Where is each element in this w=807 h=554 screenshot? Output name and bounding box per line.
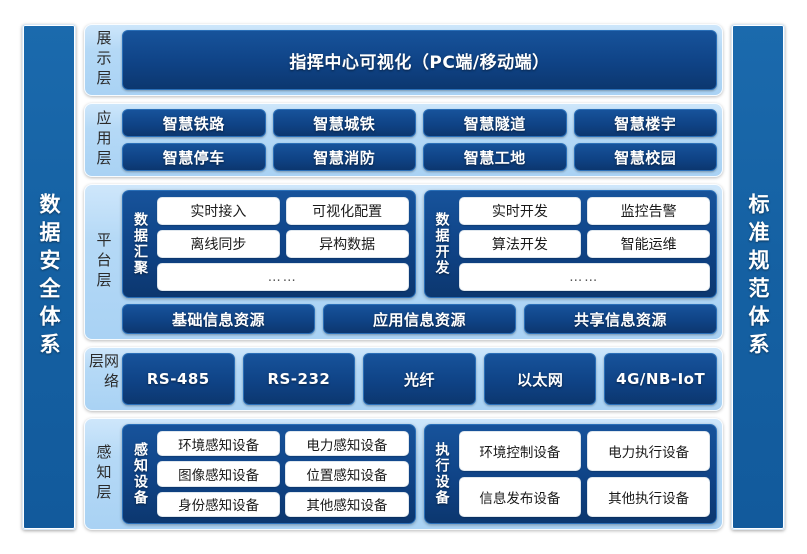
sensing-group-actuators-label: 执行设备 [433, 442, 450, 506]
layer-platform: 平台层 数据汇聚 实时接入 可视化配置 [84, 184, 723, 340]
development-item-realtime-development[interactable]: 实时开发 [458, 197, 582, 225]
left-pillar-data-security: 数据安全体系 [22, 24, 76, 530]
layer-application-label-wrap: 应用层 [90, 109, 116, 171]
layer-sensing-label-wrap: 感知层 [90, 424, 116, 524]
application-item-smart-railway[interactable]: 智慧铁路 [122, 109, 266, 137]
development-item-more[interactable]: …… [458, 263, 710, 291]
aggregation-item-heterogeneous-data[interactable]: 异构数据 [285, 230, 409, 258]
actuator-item-other-execution[interactable]: 其他执行设备 [587, 477, 710, 517]
layer-sensing: 感知层 感知设备 环境感知设备 电力感知设备 图像感知设备 位置感知设备 [84, 418, 723, 530]
platform-group-development-label: 数据开发 [433, 212, 450, 276]
sensor-item-identity[interactable]: 身份感知设备 [157, 491, 281, 517]
application-item-smart-building[interactable]: 智慧楼宇 [573, 109, 717, 137]
application-item-smart-firefighting[interactable]: 智慧消防 [272, 143, 416, 171]
network-item-ethernet[interactable]: 以太网 [483, 353, 597, 405]
layer-sensing-body: 感知设备 环境感知设备 电力感知设备 图像感知设备 位置感知设备 身份感知设备 … [122, 424, 717, 524]
layer-sensing-label: 感知层 [94, 444, 113, 504]
layer-platform-label-wrap: 平台层 [90, 190, 116, 334]
development-item-algorithm-development[interactable]: 算法开发 [458, 230, 582, 258]
aggregation-row-3: …… [157, 263, 409, 291]
platform-groups: 数据汇聚 实时接入 可视化配置 离线同步 异构数据 [122, 190, 717, 298]
sensing-group-sensors: 感知设备 环境感知设备 电力感知设备 图像感知设备 位置感知设备 身份感知设备 … [122, 424, 416, 524]
development-row-3: …… [458, 263, 710, 291]
actuator-item-environment-control[interactable]: 环境控制设备 [458, 431, 582, 471]
development-item-intelligent-ops[interactable]: 智能运维 [587, 230, 710, 258]
platform-group-data-aggregation: 数据汇聚 实时接入 可视化配置 离线同步 异构数据 [122, 190, 416, 298]
sensor-item-position[interactable]: 位置感知设备 [285, 461, 409, 487]
aggregation-item-visual-config[interactable]: 可视化配置 [285, 197, 409, 225]
aggregation-item-realtime-access[interactable]: 实时接入 [157, 197, 280, 225]
application-item-smart-tunnel[interactable]: 智慧隧道 [423, 109, 567, 137]
platform-group-data-development: 数据开发 实时开发 监控告警 算法开发 智能运维 [423, 190, 717, 298]
layer-presentation-label: 展示层 [94, 30, 113, 90]
platform-group-development-label-wrap: 数据开发 [431, 197, 453, 291]
platform-resource-basic-info[interactable]: 基础信息资源 [122, 304, 315, 334]
layer-presentation-label-wrap: 展示层 [90, 30, 116, 90]
sensor-item-other[interactable]: 其他感知设备 [285, 491, 409, 517]
application-row-2: 智慧停车 智慧消防 智慧工地 智慧校园 [122, 143, 717, 171]
layer-application-body: 智慧铁路 智慧城铁 智慧隧道 智慧楼宇 智慧停车 智慧消防 智慧工地 智慧校园 [122, 109, 717, 171]
actuator-item-info-publishing[interactable]: 信息发布设备 [458, 477, 582, 517]
sensing-group-actuators: 执行设备 环境控制设备 电力执行设备 信息发布设备 其他执行设备 [423, 424, 717, 524]
platform-group-aggregation-items: 实时接入 可视化配置 离线同步 异构数据 …… [157, 197, 409, 291]
application-row-1: 智慧铁路 智慧城铁 智慧隧道 智慧楼宇 [122, 109, 717, 137]
network-item-rs485[interactable]: RS-485 [122, 353, 235, 405]
aggregation-row-1: 实时接入 可视化配置 [157, 197, 409, 225]
aggregation-item-offline-sync[interactable]: 离线同步 [157, 230, 280, 258]
layer-application-label: 应用层 [94, 110, 113, 170]
layer-platform-label: 平台层 [94, 232, 113, 292]
platform-group-development-items: 实时开发 监控告警 算法开发 智能运维 …… [458, 197, 710, 291]
sensing-group-actuators-items: 环境控制设备 电力执行设备 信息发布设备 其他执行设备 [458, 431, 710, 517]
platform-group-aggregation-label-wrap: 数据汇聚 [129, 197, 151, 291]
platform-group-aggregation-label: 数据汇聚 [132, 212, 148, 276]
layer-application: 应用层 智慧铁路 智慧城铁 智慧隧道 智慧楼宇 智慧停车 智慧消防 智慧工地 智… [84, 103, 723, 177]
application-item-smart-campus[interactable]: 智慧校园 [573, 143, 717, 171]
sensing-group-sensors-label-wrap: 感知设备 [129, 431, 151, 517]
presentation-item-command-center[interactable]: 指挥中心可视化（PC端/移动端） [122, 30, 717, 90]
platform-resource-application-info[interactable]: 应用信息资源 [323, 304, 516, 334]
layer-network-label-wrap: 网络层 [87, 353, 120, 405]
network-item-rs232[interactable]: RS-232 [242, 353, 356, 405]
sensing-group-sensors-label: 感知设备 [132, 442, 148, 506]
sensing-group-sensors-items: 环境感知设备 电力感知设备 图像感知设备 位置感知设备 身份感知设备 其他感知设… [157, 431, 409, 517]
application-item-smart-parking[interactable]: 智慧停车 [122, 143, 266, 171]
application-item-smart-construction-site[interactable]: 智慧工地 [423, 143, 567, 171]
layer-presentation: 展示层 指挥中心可视化（PC端/移动端） [84, 24, 723, 96]
sensor-item-power[interactable]: 电力感知设备 [285, 431, 409, 457]
development-item-monitoring-alarm[interactable]: 监控告警 [587, 197, 710, 225]
application-item-smart-urban-rail[interactable]: 智慧城铁 [272, 109, 416, 137]
sensing-groups: 感知设备 环境感知设备 电力感知设备 图像感知设备 位置感知设备 身份感知设备 … [122, 424, 717, 524]
sensing-group-actuators-label-wrap: 执行设备 [431, 431, 453, 517]
aggregation-item-more[interactable]: …… [157, 263, 409, 291]
left-pillar-label: 数据安全体系 [37, 193, 62, 361]
platform-resource-shared-info[interactable]: 共享信息资源 [524, 304, 717, 334]
right-pillar-label: 标准规范体系 [746, 193, 771, 361]
platform-resource-row: 基础信息资源 应用信息资源 共享信息资源 [122, 304, 717, 334]
sensor-item-image[interactable]: 图像感知设备 [157, 461, 281, 487]
development-row-1: 实时开发 监控告警 [458, 197, 710, 225]
layer-presentation-body: 指挥中心可视化（PC端/移动端） [122, 30, 717, 90]
layer-stack: 展示层 指挥中心可视化（PC端/移动端） 应用层 智慧铁路 智慧城铁 智慧隧道 … [84, 24, 723, 530]
development-row-2: 算法开发 智能运维 [458, 230, 710, 258]
layer-network: 网络层 RS-485 RS-232 光纤 以太网 4G/NB-IoT [84, 347, 723, 411]
sensor-item-environment[interactable]: 环境感知设备 [157, 431, 281, 457]
network-row: RS-485 RS-232 光纤 以太网 4G/NB-IoT [122, 353, 717, 405]
right-pillar-standards: 标准规范体系 [731, 24, 785, 530]
actuator-item-power-execution[interactable]: 电力执行设备 [587, 431, 710, 471]
layer-network-label: 网络层 [87, 353, 120, 393]
network-item-4g-nbiot[interactable]: 4G/NB-IoT [604, 353, 717, 405]
layer-network-body: RS-485 RS-232 光纤 以太网 4G/NB-IoT [122, 353, 717, 405]
network-item-optical-fiber[interactable]: 光纤 [363, 353, 476, 405]
layer-platform-body: 数据汇聚 实时接入 可视化配置 离线同步 异构数据 [122, 190, 717, 334]
aggregation-row-2: 离线同步 异构数据 [157, 230, 409, 258]
